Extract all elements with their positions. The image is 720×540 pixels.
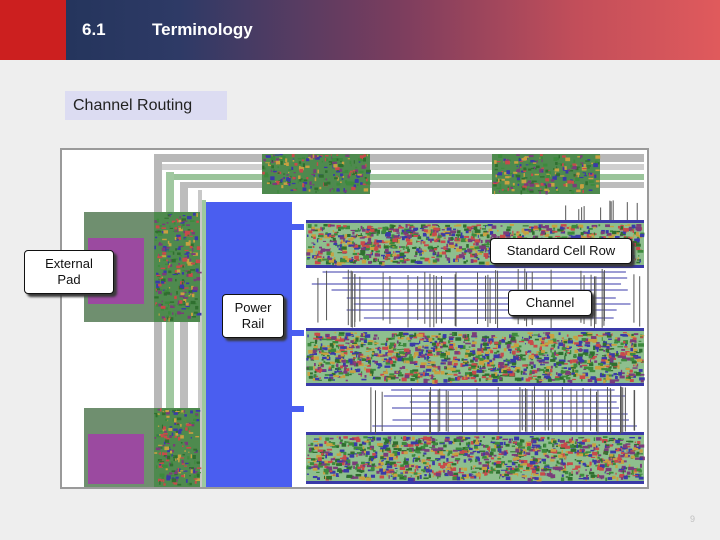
external-pad-callout: External Pad — [24, 250, 114, 294]
green-ring-left — [166, 172, 174, 487]
header-bar — [0, 0, 720, 60]
top-pad-cells — [262, 154, 601, 195]
channel-label: Channel — [525, 295, 575, 310]
power-rail — [206, 202, 292, 487]
subtitle-text: Channel Routing — [73, 97, 193, 114]
header-accent-block — [0, 0, 66, 60]
external-pad-label: External Pad — [45, 256, 93, 287]
page-number: 9 — [690, 514, 696, 524]
external-pad-lower — [88, 434, 144, 484]
left-pad-cells — [154, 212, 202, 487]
subtitle-box: Channel Routing — [65, 91, 227, 120]
outer-ring-top-inner — [162, 164, 644, 170]
power-rail-label: Power Rail — [234, 300, 272, 331]
channel-routing-figure: External Pad Standard Cell Row Power Rai… — [24, 148, 649, 489]
slide-title: Terminology — [152, 20, 253, 39]
layout-illustration — [84, 154, 645, 487]
section-number: 6.1 — [82, 20, 106, 39]
standard-cell-row-label: Standard Cell Row — [506, 243, 616, 258]
standard-cell-row-callout: Standard Cell Row — [490, 238, 632, 264]
inner-ring-top — [180, 182, 644, 188]
inner-ring-left-2 — [198, 190, 202, 487]
green-ring-top — [174, 174, 644, 180]
channel-callout: Channel — [508, 290, 592, 316]
power-rail-callout: Power Rail — [222, 294, 284, 338]
inner-ring-left — [180, 182, 188, 487]
outer-ring-top — [154, 154, 644, 162]
